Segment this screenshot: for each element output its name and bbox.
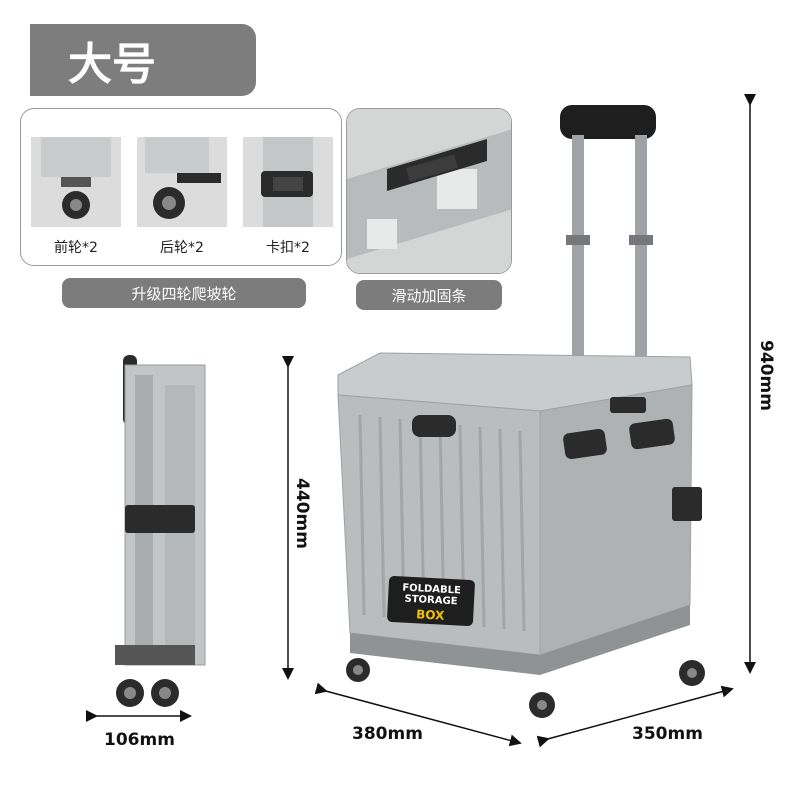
wheel-feature-label: 升级四轮爬坡轮 [131,284,237,303]
dimension-length: 380mm [352,724,423,744]
dimension-total-height: 940mm [756,340,776,411]
clip-image [261,137,313,227]
thumb-label-rear-wheel: 后轮*2 [160,240,204,256]
dimension-width: 350mm [632,724,703,744]
dimension-folded-width: 106mm [104,730,175,750]
rear-wheel-thumbnail [137,137,227,227]
thumb-label-clip: 卡扣*2 [266,240,310,256]
dimension-box-height: 440mm [292,478,312,549]
size-tag: 大号 [30,24,256,96]
cart-image [337,105,705,718]
size-label: 大号 [68,39,156,90]
rear-wheel-image [145,137,221,219]
clip-thumbnail [243,137,333,227]
rail-feature-card [346,108,512,274]
front-wheel-thumbnail [31,137,121,227]
thumb-label-front-wheel: 前轮*2 [54,240,98,256]
wheel-feature-pill: 升级四轮爬坡轮 [62,278,306,308]
rail-image [347,109,511,273]
rail-feature-pill: 滑动加固条 [356,280,502,310]
wheel-feature-card: 前轮*2 后轮*2 卡扣*2 [20,108,342,266]
rail-feature-label: 滑动加固条 [391,286,467,305]
folded-cart-image [115,355,206,707]
front-wheel-image [41,137,111,219]
